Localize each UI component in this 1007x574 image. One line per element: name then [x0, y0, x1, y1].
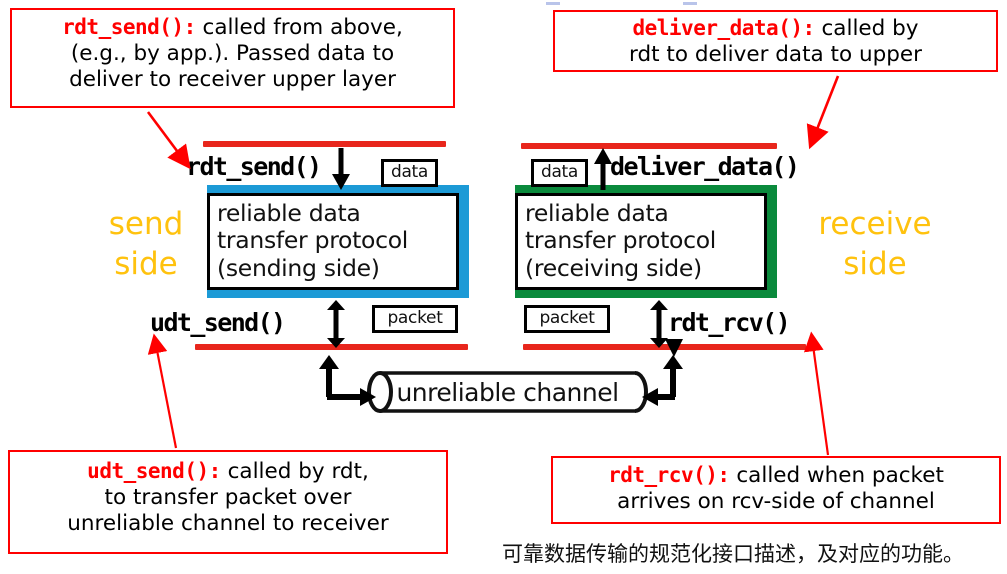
send-side-label-line1: send [108, 206, 184, 242]
channel-cylinder [367, 371, 648, 413]
label-deliver-data: deliver_data() [610, 152, 800, 181]
callout-udt-send: udt_send(): called by rdt, to transfer p… [8, 450, 448, 554]
send-protocol-box: reliable data transfer protocol (sending… [207, 185, 469, 298]
send-data-arrow-down [332, 148, 350, 190]
callout-deliver-data-line1: called by [814, 16, 919, 41]
callout-udt-send-line2: to transfer packet over [104, 485, 352, 511]
callout-udt-send-line3: unreliable channel to receiver [67, 511, 389, 537]
label-rdt-rcv: rdt_rcv() [668, 308, 791, 337]
send-protocol-line1: reliable data [217, 199, 361, 227]
receive-packet-tag: packet [524, 305, 610, 333]
send-upper-interface-line [203, 141, 446, 147]
receive-lower-interface-line [523, 344, 806, 350]
chinese-caption: 可靠数据传输的规范化接口描述，及对应的功能。 [502, 542, 964, 566]
top-artifact-mark-left [546, 2, 560, 5]
channel-right-down-arrowhead [665, 339, 683, 357]
receive-packet-double-arrow [650, 300, 668, 348]
channel-right-connector [642, 355, 683, 406]
callout-rdt-send-line3: deliver to receiver upper layer [69, 67, 396, 93]
callout-deliver-data: deliver_data(): called by rdt to deliver… [553, 10, 998, 72]
receive-side-label: receive side [800, 205, 950, 284]
channel-label: unreliable channel [396, 377, 619, 407]
receive-protocol-line2: transfer protocol [525, 226, 717, 255]
callout-deliver-data-fn: deliver_data(): [632, 16, 815, 40]
callout-rdt-rcv-line1: called when packet [729, 463, 944, 488]
callout-rdt-send: rdt_send(): called from above, (e.g., by… [10, 8, 455, 108]
unreliable-channel: unreliable channel [366, 370, 649, 414]
receive-protocol-box: reliable data transfer protocol (receivi… [515, 185, 777, 298]
send-side-label-line2: side [114, 245, 178, 282]
callout-udt-send-line1: called by rdt, [220, 459, 369, 484]
send-lower-interface-line [195, 344, 468, 350]
receive-upper-interface-line [521, 143, 777, 149]
send-side-label: send side [98, 205, 194, 284]
send-packet-tag: packet [372, 305, 458, 333]
label-udt-send: udt_send() [150, 308, 286, 337]
receive-protocol-line1: reliable data [525, 199, 669, 227]
callout-rdt-send-fn: rdt_send(): [62, 15, 196, 39]
receive-protocol-box-front: reliable data transfer protocol (receivi… [515, 193, 767, 290]
top-artifact-mark-right [683, 2, 697, 5]
callout-rdt-send-line2: (e.g., by app.). Passed data to [70, 41, 395, 67]
receive-protocol-line3: (receiving side) [525, 253, 702, 282]
callout-rdt-send-line1: called from above, [195, 15, 403, 40]
receive-side-label-line2: side [843, 245, 907, 282]
send-protocol-box-front: reliable data transfer protocol (sending… [207, 193, 459, 290]
callout-rdt-rcv: rdt_rcv(): called when packet arrives on… [551, 456, 1001, 524]
send-packet-double-arrow [327, 300, 345, 348]
receive-data-arrow-up [594, 148, 612, 190]
callout-rdt-rcv-line2: arrives on rcv-side of channel [617, 489, 935, 515]
send-data-tag: data [381, 159, 438, 187]
callout-deliver-data-line2: rdt to deliver data to upper [629, 42, 922, 68]
send-protocol-line2: transfer protocol [217, 226, 409, 255]
label-rdt-send: rdt_send() [186, 152, 322, 181]
receive-side-label-line1: receive [818, 206, 932, 242]
callout-rdt-rcv-fn: rdt_rcv(): [608, 463, 730, 487]
receive-data-tag: data [531, 159, 588, 187]
send-protocol-line3: (sending side) [217, 253, 380, 282]
channel-left-connector [319, 355, 376, 406]
callout-udt-send-fn: udt_send(): [87, 459, 221, 483]
